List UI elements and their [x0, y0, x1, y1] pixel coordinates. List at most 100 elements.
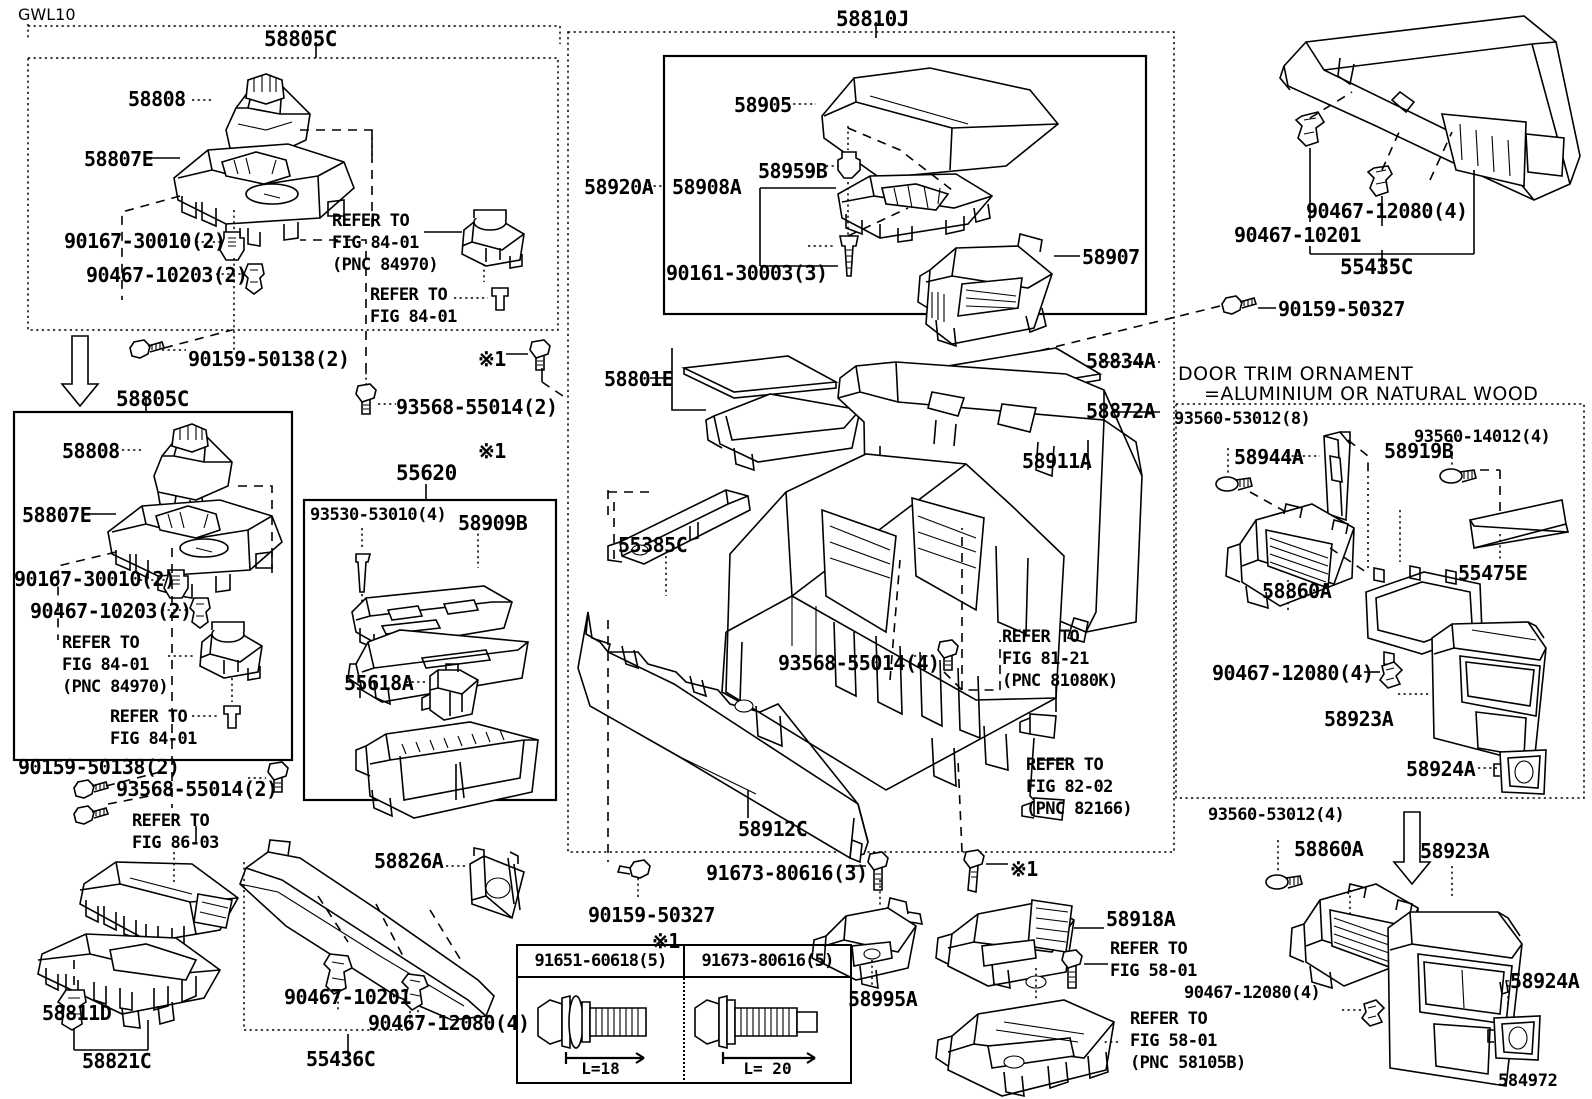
refer-fig-84-01-a3-lower: (PNC 84970) — [62, 677, 169, 697]
bolt-label-90467-12080-top-right: 90467-12080(4) — [1306, 199, 1468, 223]
part-label-58924a-upper: 58924A — [1406, 757, 1476, 781]
refer-fig-58-01-b3: (PNC 58105B) — [1130, 1053, 1246, 1073]
bolt-label-91673-80616-3: 91673-80616(3) — [706, 861, 868, 885]
bolt-label-90467-12080-trim: 90467-12080(4) — [1212, 661, 1374, 685]
refer-fig-58-01-b2: FIG 58-01 — [1130, 1031, 1217, 1051]
part-label-58860a-lower: 58860A — [1294, 837, 1364, 861]
bolt-label-93560-14012: 93560-14012(4) — [1414, 427, 1551, 447]
bolt-spec-table-header: 91651-60618(5) 91673-80616(5) — [518, 946, 850, 978]
bolt-length-2: L= 20 — [743, 1059, 792, 1078]
star-marker-1d: ※1 — [1010, 857, 1038, 881]
bolt-label-90159-50138-lower: 90159-50138(2) — [18, 755, 180, 779]
refer-fig-86-03-1: REFER TO — [132, 811, 210, 831]
group-label-58805c-upper: 58805C — [264, 27, 337, 51]
bolt-label-90161-30003: 90161-30003(3) — [666, 261, 828, 285]
bolt-spec-cell-2: L= 20 — [683, 978, 850, 1084]
bolt-illustration-1 — [537, 994, 647, 1064]
part-label-55435c: 55435C — [1340, 255, 1413, 279]
bolt-label-90467-12080-center: 90467-12080(4) — [1184, 983, 1321, 1003]
figure-number: 584972 — [1498, 1071, 1558, 1091]
part-label-58808-upper: 58808 — [128, 87, 186, 111]
refer-fig-58-01-a2: FIG 58-01 — [1110, 961, 1197, 981]
part-label-58918a: 58918A — [1106, 907, 1176, 931]
bolt-label-90159-50138-upper: 90159-50138(2) — [188, 347, 350, 371]
bolt-label-93568-55014-lower: 93568-55014(2) — [116, 777, 278, 801]
star-marker-1c: ※1 — [652, 929, 680, 953]
part-label-58907: 58907 — [1082, 245, 1140, 269]
part-label-58908a: 58908A — [672, 175, 742, 199]
part-label-55618a: 55618A — [344, 671, 414, 695]
refer-fig-84-01-a1-lower: REFER TO — [62, 633, 140, 653]
part-label-58909b: 58909B — [458, 511, 528, 535]
bolt-spec-table-body: L=18 L= 20 — [518, 978, 850, 1084]
bolt-spec-cell-1: L=18 — [518, 978, 683, 1084]
door-trim-header-line1: DOOR TRIM ORNAMENT — [1178, 363, 1414, 385]
refer-fig-84-01-a2-lower: FIG 84-01 — [62, 655, 149, 675]
group-label-58810j: 58810J — [836, 7, 909, 31]
bolt-label-93530-53010: 93530-53010(4) — [310, 505, 447, 525]
refer-fig-84-01-b1-upper: REFER TO — [370, 285, 448, 305]
part-label-58872a: 58872A — [1086, 399, 1156, 423]
refer-fig-58-01-b1: REFER TO — [1130, 1009, 1208, 1029]
bolt-label-90159-50327-bottom: 90159-50327 — [588, 903, 715, 927]
bolt-label-93568-55014-top: 93568-55014(2) — [396, 395, 558, 419]
bolt-label-90467-10201-top-right: 90467-10201 — [1234, 223, 1361, 247]
refer-fig-84-01-b1-lower: REFER TO — [110, 707, 188, 727]
part-label-55436c: 55436C — [306, 1047, 376, 1071]
part-label-58811d: 58811D — [42, 1001, 112, 1025]
part-label-58944a: 58944A — [1234, 445, 1304, 469]
refer-fig-81-21-1: REFER TO — [1002, 627, 1080, 647]
refer-fig-86-03-2: FIG 86-03 — [132, 833, 219, 853]
refer-fig-58-01-a1: REFER TO — [1110, 939, 1188, 959]
part-label-58959b: 58959B — [758, 159, 828, 183]
refer-fig-84-01-a2-upper: FIG 84-01 — [332, 233, 419, 253]
part-label-58924a-lower: 58924A — [1510, 969, 1580, 993]
bolt-spec-col-1: 91651-60618(5) — [534, 951, 667, 971]
part-label-58912c: 58912C — [738, 817, 808, 841]
bolt-label-90167-30010-upper: 90167-30010(2) — [64, 229, 226, 253]
part-label-58905: 58905 — [734, 93, 792, 117]
bolt-label-93568-55014-4: 93568-55014(4) — [778, 651, 940, 675]
part-label-58860a-upper: 58860A — [1262, 579, 1332, 603]
bolt-illustration-2 — [694, 994, 818, 1064]
part-label-58919b: 58919B — [1384, 439, 1454, 463]
part-label-58923a-upper: 58923A — [1324, 707, 1394, 731]
part-label-58808-lower: 58808 — [62, 439, 120, 463]
refer-fig-82-02-2: FIG 82-02 — [1026, 777, 1113, 797]
part-label-58923a-lower: 58923A — [1420, 839, 1490, 863]
part-label-58807e-upper: 58807E — [84, 147, 154, 171]
refer-fig-84-01-b2-upper: FIG 84-01 — [370, 307, 457, 327]
bolt-label-90467-10203-upper: 90467-10203(2) — [86, 263, 248, 287]
refer-fig-82-02-3: (PNC 82166) — [1026, 799, 1133, 819]
bolt-label-93560-53012-4: 93560-53012(4) — [1208, 805, 1345, 825]
group-label-58805c-lower: 58805C — [116, 387, 189, 411]
bolt-label-90159-50327-right: 90159-50327 — [1278, 297, 1405, 321]
group-label-55620: 55620 — [396, 461, 457, 485]
part-label-55475e: 55475E — [1458, 561, 1528, 585]
bolt-label-90467-10201-left: 90467-10201 — [284, 985, 411, 1009]
refer-fig-81-21-3: (PNC 81080K) — [1002, 671, 1118, 691]
refer-fig-84-01-a3-upper: (PNC 84970) — [332, 255, 439, 275]
bolt-length-1: L=18 — [581, 1059, 620, 1078]
part-label-58911a: 58911A — [1022, 449, 1092, 473]
part-label-58801e: 58801E — [604, 367, 674, 391]
refer-fig-84-01-a1-upper: REFER TO — [332, 211, 410, 231]
bolt-label-90467-12080-left: 90467-12080(4) — [368, 1011, 530, 1035]
star-marker-1a: ※1 — [478, 347, 506, 371]
bolt-spec-table: 91651-60618(5) 91673-80616(5) L=18 — [516, 944, 852, 1084]
door-trim-header-line2: =ALUMINIUM OR NATURAL WOOD — [1204, 383, 1539, 405]
part-label-55385c: 55385C — [618, 533, 688, 557]
bolt-label-90467-10203-lower: 90467-10203(2) — [30, 599, 192, 623]
part-label-58826a: 58826A — [374, 849, 444, 873]
bolt-label-93560-53012-8: 93560-53012(8) — [1174, 409, 1311, 429]
bolt-label-90167-30010-lower: 90167-30010(2) — [14, 567, 176, 591]
part-label-58995a: 58995A — [848, 987, 918, 1011]
bolt-spec-col-2: 91673-80616(5) — [683, 946, 850, 976]
group-label-58920a: 58920A — [584, 175, 654, 199]
part-label-58807e-lower: 58807E — [22, 503, 92, 527]
refer-fig-84-01-b2-lower: FIG 84-01 — [110, 729, 197, 749]
corner-code: GWL10 — [18, 5, 76, 24]
refer-fig-81-21-2: FIG 81-21 — [1002, 649, 1089, 669]
